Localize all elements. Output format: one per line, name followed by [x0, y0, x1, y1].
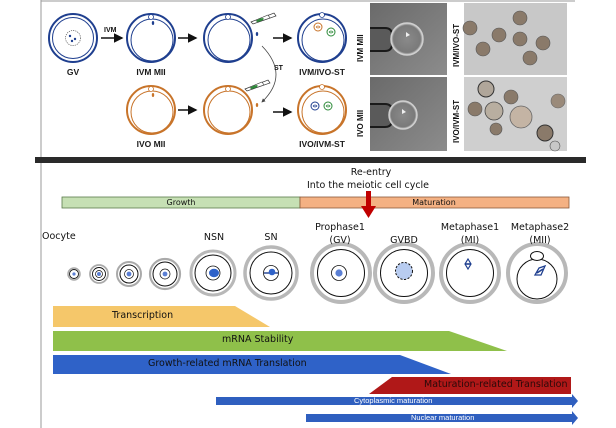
oocyte-stage-3 — [116, 261, 142, 287]
photo-ivo-ivm-st-embryos — [464, 77, 567, 152]
ivo-mii-label: IVO MII — [136, 139, 166, 149]
micropipette-icon — [244, 79, 271, 92]
oocyte-metaphase2 — [506, 242, 568, 304]
st-exchange-arrow — [261, 45, 277, 103]
transcription-label: Transcription — [112, 310, 174, 321]
ivo-mii-oocyte — [126, 85, 176, 135]
oocyte-stage-1 — [67, 267, 81, 281]
ivm-ivo-st-label: IVM/IVO-ST — [299, 67, 345, 77]
oocyte-sn — [243, 245, 299, 301]
sn-label: SN — [264, 232, 278, 243]
ivm-ivo-st-photo-label: IVM/IVO-ST — [452, 23, 461, 67]
ivm-mii-oocyte — [126, 13, 176, 63]
maturation-bar — [299, 196, 570, 209]
metaphase2-sublabel: (MII) — [529, 235, 551, 246]
maturation-translation-label: Maturation-related Translation — [424, 379, 568, 390]
nsn-label: NSN — [203, 232, 225, 243]
ivo-mii-photo-label: IVO MII — [356, 109, 365, 137]
metaphase2-label: Metaphase2 — [510, 222, 570, 233]
nuclear-maturation-arrow — [306, 411, 578, 425]
ivo-ivm-st-label: IVO/IVM-ST — [299, 139, 345, 149]
growth-translation-label: Growth-related mRNA Translation — [148, 358, 307, 369]
reentry-sublabel: Into the meiotic cell cycle — [306, 180, 430, 191]
mrna-stability-label: mRNA Stability — [222, 334, 294, 345]
metaphase1-sublabel: (MI) — [460, 235, 480, 246]
growth-translation-bar — [53, 355, 451, 374]
ivm-arrow-label: IVM — [104, 27, 117, 34]
cytoplasmic-maturation-label: Cytoplasmic maturation — [354, 396, 433, 405]
prophase1-sublabel: (GV) — [329, 235, 351, 246]
photo-ivm-ivo-st-embryos — [462, 3, 567, 75]
oocyte-metaphase1 — [439, 242, 501, 304]
oocyte-stage-2 — [89, 264, 109, 284]
prophase1-label: Prophase1 — [315, 222, 365, 233]
maturation-translation-bar — [369, 377, 571, 394]
oocyte-stage-4 — [148, 257, 182, 291]
micropipette-icon — [250, 12, 277, 25]
transcription-bar — [53, 306, 270, 327]
oocyte-gvbd — [373, 242, 435, 304]
growth-bar-label: Growth — [166, 198, 196, 207]
maturation-bar-label: Maturation — [412, 198, 456, 207]
reentry-arrow-icon — [361, 191, 376, 218]
mrna-stability-bar — [53, 331, 507, 351]
cytoplasmic-maturation-arrow — [216, 394, 578, 408]
ivo-ivm-st-photo-label: IVO/IVM-ST — [452, 99, 461, 143]
ivo-ivm-st-oocyte — [297, 84, 347, 135]
st-label: ST — [274, 65, 283, 72]
ivm-ivo-st-oocyte — [297, 12, 347, 63]
photo-ivo-mii — [370, 77, 447, 151]
oocyte-label: Oocyte — [42, 231, 76, 242]
panel-divider — [35, 157, 586, 163]
gvbd-label: GVBD — [390, 235, 418, 246]
ivm-mii-label: IVM MII — [136, 67, 166, 77]
reentry-label: Re-entry — [350, 167, 392, 178]
ivm-enucleated-oocyte — [203, 13, 259, 63]
gv-oocyte — [48, 13, 98, 63]
nuclear-maturation-label: Nuclear maturation — [411, 413, 475, 422]
oocyte-nsn — [189, 249, 237, 297]
oocyte-prophase1-gv — [310, 242, 372, 304]
metaphase1-label: Metaphase1 — [440, 222, 500, 233]
ivo-enucleated-oocyte — [203, 85, 259, 135]
photo-ivm-mii — [370, 3, 447, 75]
gv-label: GV — [66, 67, 80, 77]
ivm-mii-photo-label: IVM MII — [356, 34, 365, 62]
